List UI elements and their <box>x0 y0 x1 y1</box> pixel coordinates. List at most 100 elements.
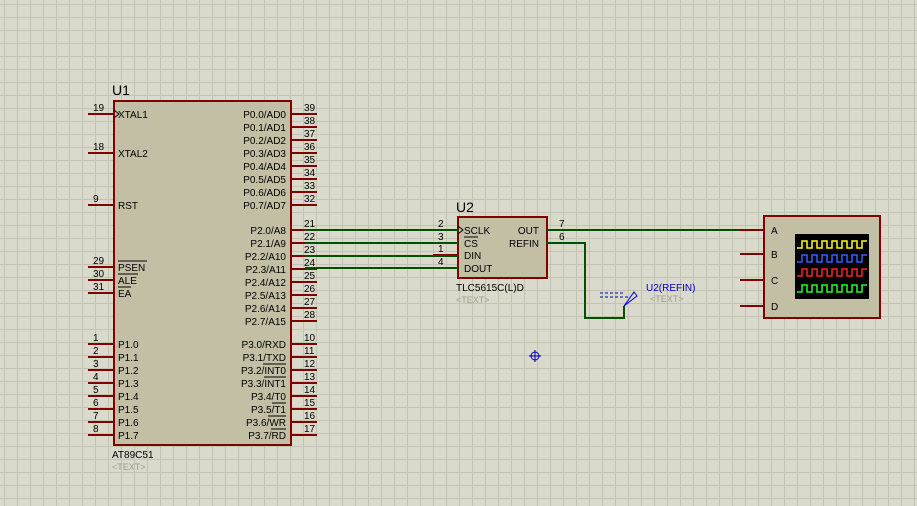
scope-channel-d[interactable]: D <box>740 302 778 313</box>
pin-name: P3.2/INT0 <box>241 366 286 377</box>
pin-number: 7 <box>559 219 565 230</box>
u1-pin-1[interactable]: 1P1.0 <box>88 333 139 351</box>
pin-name: DOUT <box>464 264 492 275</box>
u1-pin-5[interactable]: 5P1.4 <box>88 385 139 403</box>
u1-pin-3[interactable]: 3P1.2 <box>88 359 139 377</box>
scope-pins: A B C D <box>740 226 778 313</box>
origin-marker <box>529 350 541 362</box>
pin-name: P2.3/A11 <box>246 265 287 276</box>
clock-input-icon <box>113 109 120 119</box>
pin-number: 26 <box>304 284 316 295</box>
u1-part-name: AT89C51 <box>112 450 154 461</box>
pin-name: P0.4/AD4 <box>243 162 286 173</box>
oscilloscope[interactable]: A B C D <box>740 215 881 319</box>
wire-refin-probe[interactable] <box>546 242 625 319</box>
pin-number: 21 <box>304 219 316 230</box>
u1-pin-6[interactable]: 6P1.5 <box>88 398 139 416</box>
pin-number: 23 <box>304 245 316 256</box>
pin-name: P0.0/AD0 <box>243 110 286 121</box>
pin-number: 1 <box>93 333 99 344</box>
pin-name: CS <box>464 239 478 250</box>
scope-channel-a[interactable]: A <box>740 226 778 237</box>
wires <box>305 229 764 319</box>
pin-number: 2 <box>93 346 99 357</box>
pin-number: 10 <box>304 333 316 344</box>
pin-number: 18 <box>93 142 105 153</box>
pin-name: XTAL2 <box>118 149 148 160</box>
pin-number: 4 <box>93 372 99 383</box>
u1-pin-7[interactable]: 7P1.6 <box>88 411 139 429</box>
u1-pin-8[interactable]: 8P1.7 <box>88 424 139 442</box>
scope-channel-b[interactable]: B <box>740 250 778 261</box>
pin-name: P3.4/T0 <box>251 392 286 403</box>
pin-number: 7 <box>93 411 99 422</box>
u2-text-placeholder: <TEXT> <box>456 295 490 305</box>
pin-number: 11 <box>304 346 315 357</box>
u1-pins: 19XTAL118XTAL29RST29PSEN30ALE31EA1P1.02P… <box>88 103 317 442</box>
pin-name: P1.1 <box>118 353 139 364</box>
u1-pin-4[interactable]: 4P1.3 <box>88 372 139 390</box>
u1-pin-2[interactable]: 2P1.1 <box>88 346 139 364</box>
u2-reference: U2 <box>456 199 474 215</box>
pin-name: P1.5 <box>118 405 139 416</box>
pin-name: P1.3 <box>118 379 139 390</box>
pin-name: P3.3/INT1 <box>241 379 286 390</box>
u2-body[interactable] <box>457 216 548 279</box>
scope-trace-c <box>797 268 867 277</box>
pin-number: 34 <box>304 168 316 179</box>
u1-body[interactable] <box>113 100 292 446</box>
pin-number: 6 <box>93 398 99 409</box>
pin-name: P1.6 <box>118 418 139 429</box>
voltage-probe[interactable]: U2(REFIN) <TEXT> <box>600 283 695 307</box>
pin-number: 17 <box>304 424 316 435</box>
pin-number: 12 <box>304 359 316 370</box>
pin-name: P0.7/AD7 <box>243 201 286 212</box>
pin-number: 1 <box>438 244 444 255</box>
pin-name: P3.5/T1 <box>251 405 286 416</box>
scope-channel-c[interactable]: C <box>740 276 778 287</box>
pin-number: 39 <box>304 103 316 114</box>
pin-name: P2.1/A9 <box>250 239 286 250</box>
probe-label: U2(REFIN) <box>646 283 695 294</box>
pin-name: P0.6/AD6 <box>243 188 286 199</box>
pin-number: 16 <box>304 411 316 422</box>
probe-arrow-icon <box>623 291 638 307</box>
pin-number: 9 <box>93 194 99 205</box>
pin-number: 33 <box>304 181 316 192</box>
pin-name: PSEN <box>118 263 145 274</box>
u1-microcontroller[interactable]: U1 19XTAL118XTAL29RST29PSEN30ALE31EA1P1.… <box>88 82 317 472</box>
u1-text-placeholder: <TEXT> <box>112 462 146 472</box>
pin-name: P0.3/AD3 <box>243 149 286 160</box>
pin-number: 29 <box>93 256 105 267</box>
pin-number: 36 <box>304 142 316 153</box>
